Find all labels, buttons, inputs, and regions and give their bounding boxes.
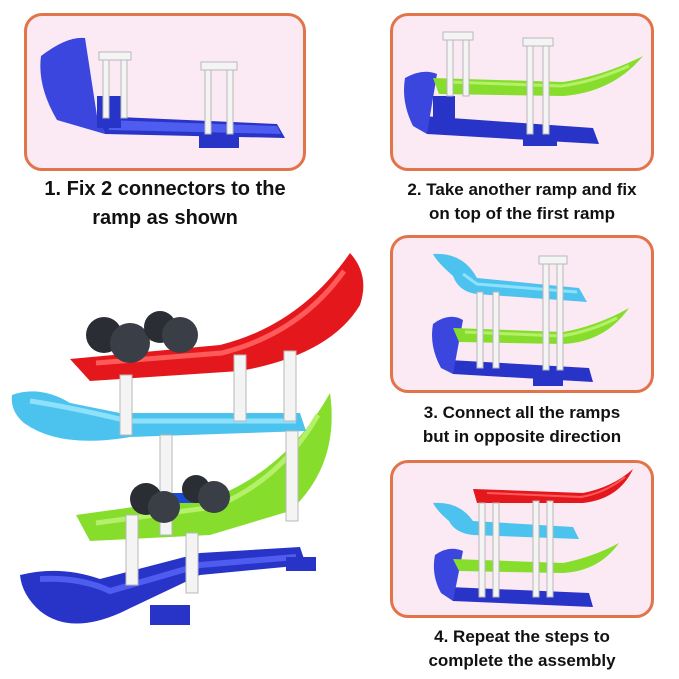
toy-car-wheel (148, 491, 180, 523)
step-4-image-panel (390, 460, 654, 618)
step-3-caption-line-1: 3. Connect all the ramps (423, 403, 621, 422)
step-3-image-panel (390, 235, 654, 393)
step-4-illustration (433, 469, 633, 607)
step-2-caption-line-1: 2. Take another ramp and fix (407, 180, 637, 199)
toy-car-axle (150, 493, 210, 503)
step-1-caption: 1. Fix 2 connectors to the ramp as shown (14, 175, 316, 233)
step-1-illustration (40, 37, 285, 148)
step-2-caption-line-2: on top of the first ramp (428, 204, 616, 223)
step-1-caption-line-1: 1. Fix 2 connectors to the (44, 178, 286, 200)
step-2-illustration (404, 31, 643, 146)
step-2-caption: 2. Take another ramp and fix on top of t… (372, 178, 672, 226)
assembled-ramp-tower-illustration (11, 253, 364, 625)
step-1-caption-line-2: ramp as shown (92, 207, 238, 229)
toy-car-wheel (110, 323, 150, 363)
step-4-caption-line-2: complete the assembly (428, 651, 616, 670)
step-3-caption-line-2: but in opposite direction (422, 427, 622, 446)
toy-car-wheel (198, 481, 230, 513)
step-2-image-panel (390, 13, 654, 171)
step-4-caption: 4. Repeat the steps to complete the asse… (372, 625, 672, 673)
toy-car-wheel (162, 317, 198, 353)
step-4-caption-line-1: 4. Repeat the steps to (434, 627, 610, 646)
step-3-illustration (432, 253, 629, 386)
step-1-image-panel (24, 13, 306, 171)
step-3-caption: 3. Connect all the ramps but in opposite… (372, 401, 672, 449)
